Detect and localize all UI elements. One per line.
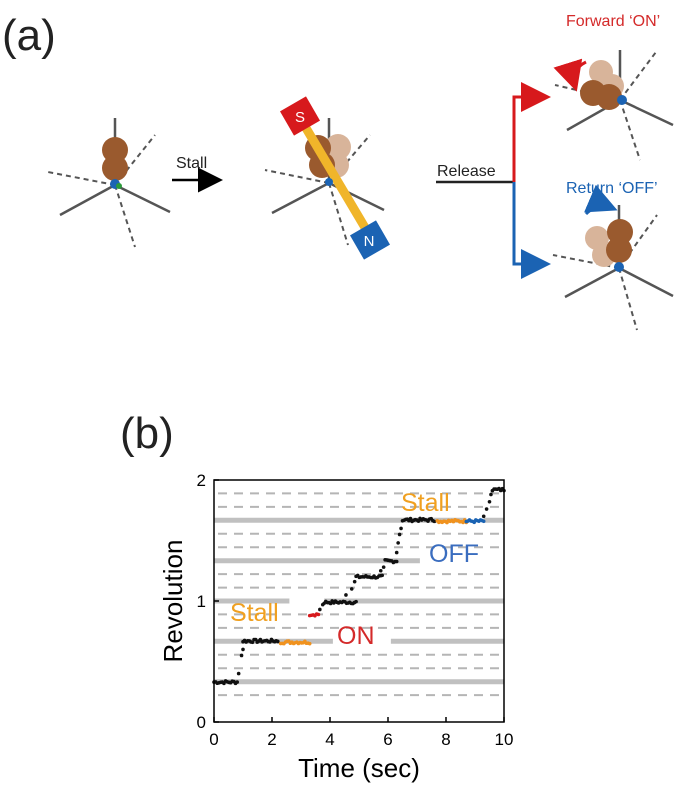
chart-points <box>212 486 506 686</box>
data-point <box>318 607 322 612</box>
data-point <box>381 565 386 569</box>
annotation-stall-high: Stall <box>401 489 450 517</box>
data-point <box>408 516 413 521</box>
magnet-s-pole-icon <box>280 96 320 136</box>
data-point <box>250 640 255 645</box>
return-arrow-icon <box>512 182 551 279</box>
data-point <box>481 519 486 524</box>
magnet-bar-icon <box>299 120 374 239</box>
magnet-s-text: S <box>295 109 305 126</box>
bead-icon <box>596 84 622 110</box>
data-point <box>484 507 489 511</box>
y-tick-label: 2 <box>197 471 206 490</box>
data-point <box>399 526 403 531</box>
data-point <box>481 514 486 519</box>
annotation-stall-low: Stall <box>230 599 279 627</box>
data-point <box>276 639 280 644</box>
y-tick-label: 0 <box>197 713 206 732</box>
panel-a-label: (a) <box>2 11 56 60</box>
data-point <box>432 519 437 524</box>
data-point <box>235 680 239 684</box>
data-point <box>307 641 312 646</box>
bead-icon <box>606 237 632 263</box>
x-tick-label: 8 <box>441 730 450 749</box>
x-tick-label: 4 <box>325 730 334 749</box>
data-point <box>352 579 357 584</box>
data-point <box>487 499 492 504</box>
motor-forward <box>553 50 674 161</box>
y-axis-label: Revolution <box>158 540 188 663</box>
chart-grid <box>214 492 504 697</box>
motor-initial <box>47 118 171 248</box>
data-point <box>396 541 400 545</box>
data-point <box>328 601 333 606</box>
panel-b-label: (b) <box>120 409 174 458</box>
data-point <box>344 593 348 597</box>
rotate-ccw-icon <box>553 58 587 92</box>
release-text: Release <box>437 163 496 180</box>
magnet-n-text: N <box>364 233 375 250</box>
annotation-on: ON <box>337 622 375 650</box>
x-tick-label: 2 <box>267 730 276 749</box>
data-point <box>316 612 321 617</box>
data-point <box>394 559 399 564</box>
x-axis-label: Time (sec) <box>298 753 420 783</box>
chart-ticks: 0 2 4 6 8 10 0 1 2 <box>197 471 514 749</box>
forward-on-text: Forward ‘ON’ <box>566 13 660 30</box>
data-point <box>397 532 402 537</box>
data-point <box>380 573 385 578</box>
data-point <box>236 671 241 676</box>
bead-icon <box>102 137 128 163</box>
bead-icon <box>102 155 128 181</box>
data-point <box>349 587 354 591</box>
x-tick-label: 10 <box>495 730 514 749</box>
data-point <box>416 519 421 523</box>
data-point <box>253 637 258 642</box>
data-point <box>320 602 325 607</box>
y-tick-label: 1 <box>197 592 206 611</box>
x-tick-label: 6 <box>383 730 392 749</box>
data-point <box>394 550 399 555</box>
data-point <box>241 647 245 652</box>
data-point <box>239 653 244 658</box>
forward-arrow-icon <box>512 82 551 182</box>
motor-stalled: S N <box>264 96 390 260</box>
data-point <box>354 599 358 604</box>
rotate-cw-icon <box>584 184 618 216</box>
revolution-chart: 0 2 4 6 8 10 0 1 2 <box>197 471 514 749</box>
x-tick-label: 0 <box>209 730 218 749</box>
stall-text: Stall <box>176 155 207 172</box>
data-point <box>378 568 383 573</box>
annotation-off: OFF <box>429 540 479 568</box>
motor-return <box>552 184 674 331</box>
data-point <box>489 492 493 497</box>
magnet-n-pole-icon <box>350 220 390 260</box>
return-off-text: Return ‘OFF’ <box>566 180 658 197</box>
